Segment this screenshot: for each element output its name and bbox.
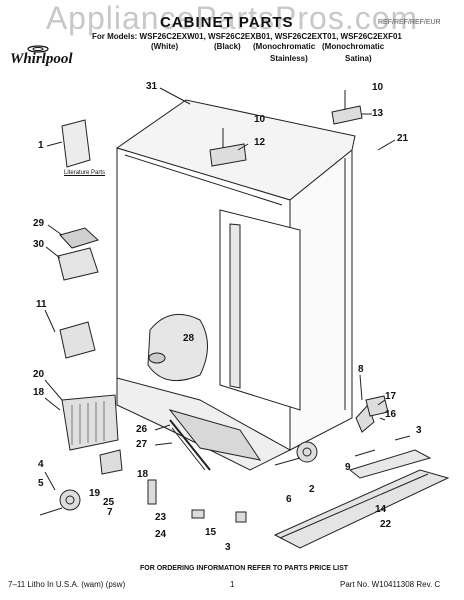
callout-20: 20 bbox=[33, 369, 45, 380]
callout-4: 4 bbox=[38, 459, 44, 470]
callout-7: 7 bbox=[107, 507, 113, 518]
color-black: (Black) bbox=[214, 42, 241, 51]
callout-21: 21 bbox=[397, 133, 409, 144]
callout-25: 25 bbox=[103, 497, 115, 508]
callout-29: 29 bbox=[33, 218, 45, 229]
callout-14: 14 bbox=[375, 504, 387, 515]
page-title: CABINET PARTS bbox=[160, 14, 294, 31]
callout-11: 11 bbox=[36, 299, 47, 310]
callout-3b: 3 bbox=[225, 542, 231, 553]
callout-17: 17 bbox=[385, 391, 397, 402]
ordering-note: FOR ORDERING INFORMATION REFER TO PARTS … bbox=[140, 565, 349, 572]
callout-1: 1 bbox=[38, 140, 44, 151]
callout-16: 16 bbox=[385, 409, 397, 420]
color-stainless-line2: Stainless) bbox=[270, 54, 308, 63]
color-mono-stainless: (Monochromatic bbox=[253, 42, 316, 51]
callout-13: 13 bbox=[372, 108, 384, 119]
callout-23: 23 bbox=[155, 512, 167, 523]
callout-31: 31 bbox=[146, 81, 158, 92]
callout-9: 9 bbox=[345, 462, 351, 473]
callout-3: 3 bbox=[416, 425, 422, 436]
callout-30: 30 bbox=[33, 239, 45, 250]
models-line: For Models: WSF26C2EXW01, WSF26C2EXB01, … bbox=[92, 32, 402, 41]
color-mono-satina: (Monochromatic bbox=[322, 42, 385, 51]
callout-19: 19 bbox=[89, 488, 101, 499]
callout-27: 27 bbox=[136, 439, 148, 450]
reference-label: REF/RÉF/REF/EUR bbox=[378, 19, 441, 26]
svg-text:Whirlpool: Whirlpool bbox=[10, 51, 73, 67]
callout-8: 8 bbox=[358, 364, 364, 375]
callout-24: 24 bbox=[155, 529, 167, 540]
litho-info: 7–11 Litho In U.S.A. (wam) (psw) bbox=[8, 580, 126, 589]
callout-15: 15 bbox=[205, 527, 217, 538]
whirlpool-logo-mark: Whirlpool bbox=[10, 45, 73, 67]
watermark: AppliancePartsPros.com bbox=[45, 0, 419, 36]
callout-18b: 18 bbox=[137, 469, 149, 480]
callout-5: 5 bbox=[38, 478, 44, 489]
callout-26: 26 bbox=[136, 424, 148, 435]
part-number: Part No. W10411308 Rev. C bbox=[340, 580, 441, 589]
page-number: 1 bbox=[230, 580, 235, 589]
callout-2: 2 bbox=[309, 484, 315, 495]
literature-caption: Literature Parts bbox=[64, 170, 106, 176]
callout-22: 22 bbox=[380, 519, 392, 530]
callout-10b: 10 bbox=[254, 114, 266, 125]
callout-28: 28 bbox=[183, 333, 195, 344]
callout-10: 10 bbox=[372, 82, 384, 93]
color-white: (White) bbox=[151, 42, 179, 51]
color-satina-line2: Satina) bbox=[345, 54, 372, 63]
whirlpool-logo: Whirlpool bbox=[8, 43, 88, 74]
callout-18: 18 bbox=[33, 387, 45, 398]
callout-6: 6 bbox=[286, 494, 292, 505]
callout-12: 12 bbox=[254, 137, 266, 148]
